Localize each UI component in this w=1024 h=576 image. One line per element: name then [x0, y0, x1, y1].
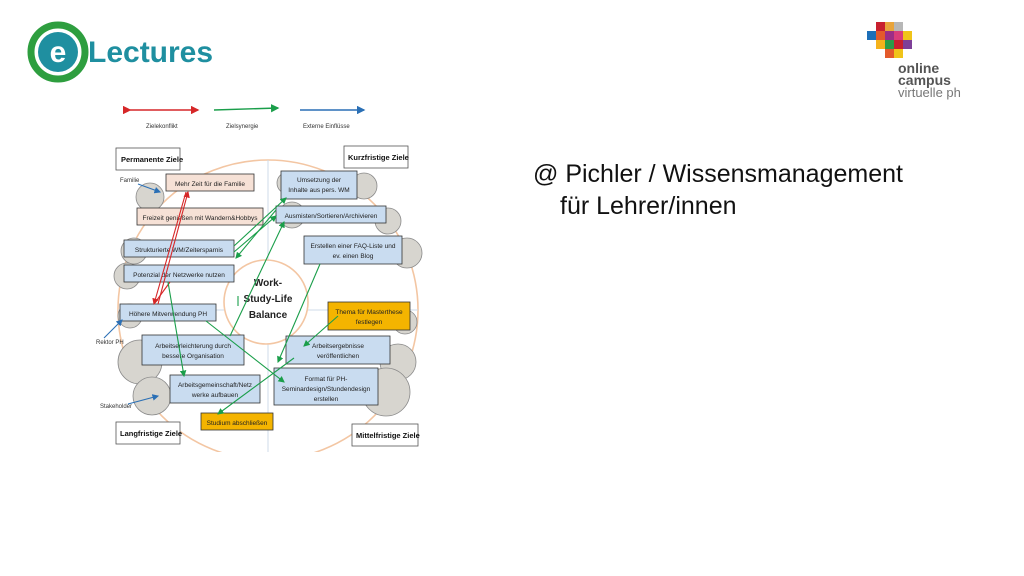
box-netzwerke-label: Potenzial der Netzwerke nutzen: [133, 272, 225, 279]
slide-caption: @ Pichler / Wissensmanagement für Lehrer…: [533, 158, 903, 222]
logo-campus-text: campus: [898, 72, 951, 88]
external-familie: Familie: [120, 178, 140, 184]
corner-permanent-label: Permanente Ziele: [121, 155, 183, 164]
box-studium-label: Studium abschließen: [207, 420, 268, 427]
corner-mid-term: [351, 423, 419, 447]
box-arbeitsgemeinschaft: [169, 374, 261, 404]
box-arbeitsergebnisse: [285, 335, 391, 365]
box-arbeitserleichterung-label-2: bessere Organisation: [162, 353, 224, 360]
box-freizeit: [136, 207, 264, 226]
box-faq-label-1: Erstellen einer FAQ-Liste und: [311, 243, 396, 250]
box-studium: [200, 412, 274, 431]
box-umsetzung-label-1: Umsetzung der: [297, 177, 342, 184]
pixel-grid-mark: [867, 22, 912, 58]
center-line-1: Work-: [254, 278, 282, 289]
goal-diagram: Zielekonflikt Zielsynergie Externe Einfl…: [96, 104, 423, 452]
conflict-arrows: [152, 190, 190, 306]
corner-short-term-label: Kurzfristige Ziele: [348, 153, 409, 162]
external-rektor: Rektor PH: [96, 340, 124, 346]
box-arbeitsergebnisse-label-1: Arbeitsergebnisse: [312, 343, 364, 350]
center-line-2: Study-Life: [244, 294, 293, 305]
caption-line-1: @ Pichler / Wissensmanagement: [533, 160, 903, 188]
corner-mid-term-label: Mittelfristige Ziele: [356, 431, 420, 440]
box-faq-label-2: ev. einen Blog: [333, 253, 374, 260]
logo-virtuelle-ph-text: virtuelle ph: [898, 85, 961, 100]
box-format-label-3: erstellen: [314, 396, 339, 403]
legend-external-label: Externe Einflüsse: [303, 124, 350, 130]
box-format-label-1: Format für PH-: [305, 376, 348, 383]
box-arbeitserleichterung-label-1: Arbeitserleichterung durch: [155, 343, 231, 350]
box-arbeitsergebnisse-label-2: veröffentlichen: [317, 353, 360, 360]
caption-line-2: für Lehrer/innen: [560, 192, 737, 220]
box-strukturierte-label: Strukturierte WM/Zeitersparnis: [135, 247, 224, 254]
box-ausmisten: [275, 205, 387, 224]
corner-short-term: [343, 145, 409, 169]
box-format-label-2: Seminardesign/Stundendesign: [282, 386, 371, 393]
legend: Zielekonflikt Zielsynergie Externe Einfl…: [123, 104, 366, 130]
corner-permanent: [115, 147, 181, 171]
box-format: [273, 367, 379, 406]
box-arbeitsgemeinschaft-label-2: werke aufbauen: [191, 392, 239, 399]
box-umsetzung-label-2: Inhalte aus pers. WM: [288, 187, 349, 194]
box-arbeitserleichterung: [141, 334, 245, 366]
box-strukturierte: [123, 239, 235, 258]
box-familie-label: Mehr Zeit für die Familie: [175, 181, 245, 188]
box-umsetzung: [280, 170, 358, 200]
corner-long-term: [115, 421, 181, 445]
box-arbeitsgemeinschaft-label-1: Arbeitsgemeinschaft/Netz: [178, 382, 252, 389]
electures-logo: e Lectures: [27, 21, 213, 83]
box-mitverwendung-label: Höhere Mitverwendung PH: [129, 311, 207, 318]
electures-logo-mark: e: [27, 21, 89, 83]
electures-logo-e: e: [50, 36, 67, 69]
box-netzwerke: [123, 264, 235, 283]
external-arrows: [103, 183, 162, 405]
online-campus-logo: online campus virtuelle ph: [867, 22, 961, 100]
box-ausmisten-label: Ausmisten/Sortieren/Archivieren: [285, 213, 378, 220]
legend-synergy-label: Zielsynergie: [226, 124, 259, 130]
box-freizeit-label: Freizeit genießen mit Wandern&Hobbys: [142, 215, 258, 222]
box-masterthese-label-2: festlegen: [356, 319, 383, 326]
box-faq: [303, 235, 403, 265]
electures-logo-text: Lectures: [88, 36, 213, 69]
center-line-3: Balance: [249, 310, 288, 321]
synergy-arrows: [167, 197, 339, 415]
goal-boxes: [119, 170, 411, 431]
logo-online-text: online: [898, 60, 939, 76]
box-familie: [165, 173, 255, 192]
external-stakeholder: Stakeholder: [100, 404, 132, 410]
box-masterthese: [327, 301, 411, 331]
box-masterthese-label-1: Thema für Masterthese: [335, 309, 403, 316]
corner-long-term-label: Langfristige Ziele: [120, 429, 182, 438]
legend-conflict-label: Zielekonflikt: [146, 124, 178, 130]
legend-synergy-arrow: [213, 104, 280, 113]
box-mitverwendung: [119, 303, 217, 322]
